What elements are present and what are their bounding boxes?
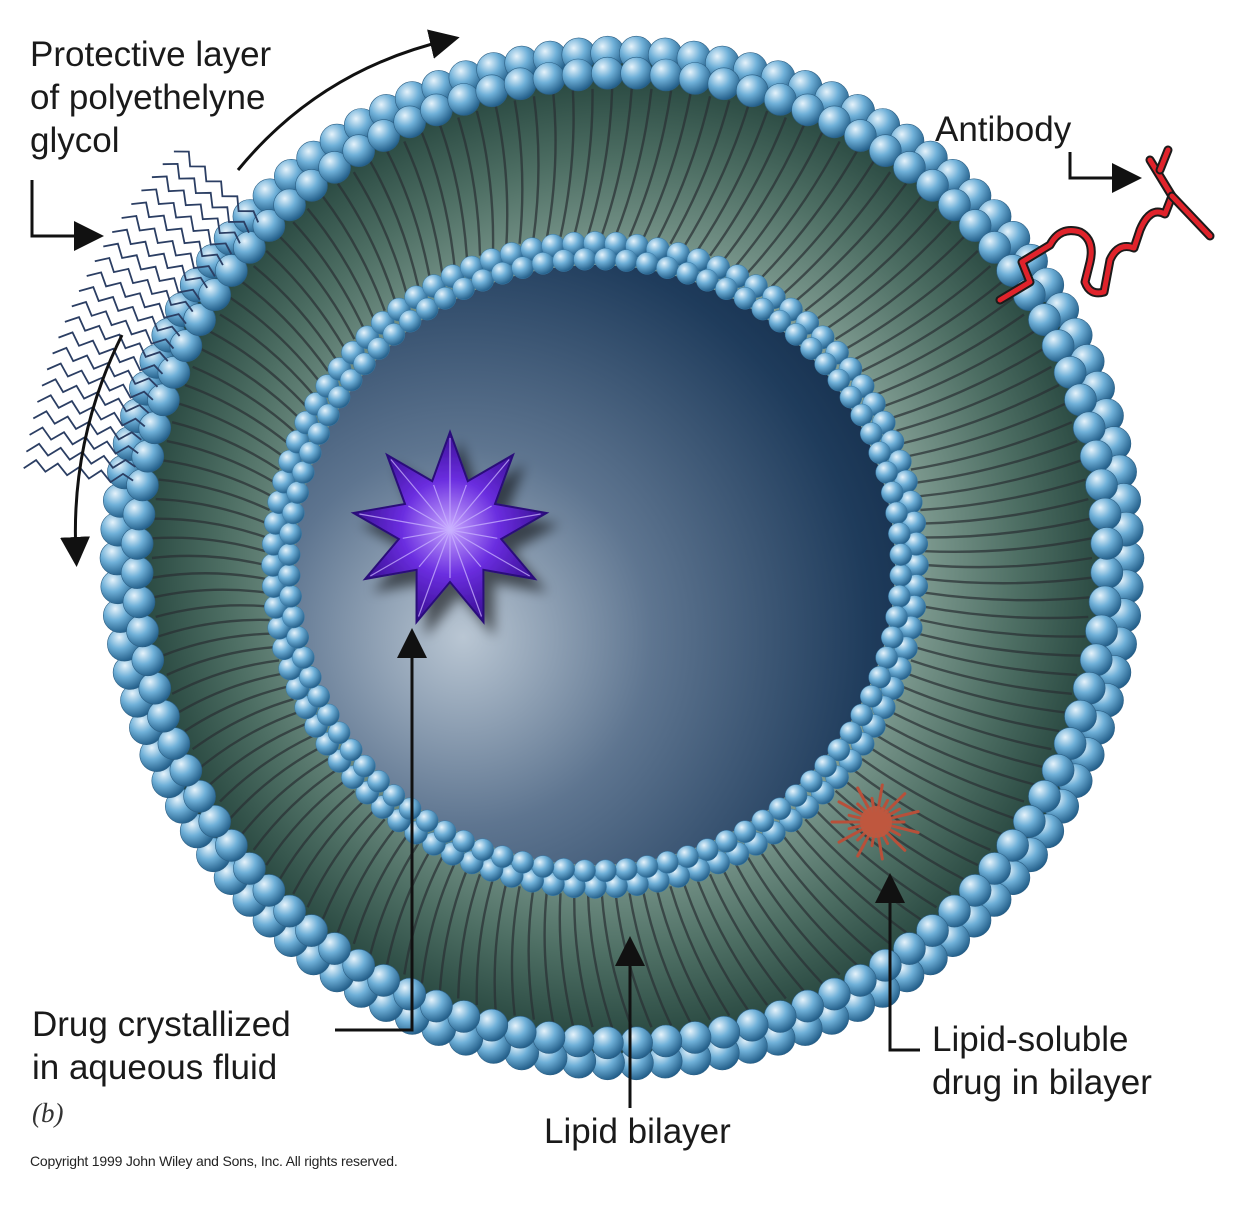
peg-pointer (30, 180, 104, 251)
drug-aqueous-pointer (335, 628, 427, 1032)
aqueous-core (295, 265, 895, 865)
peg-label-line-3: glycol (30, 121, 120, 160)
peg-arrow-up (236, 29, 460, 171)
panel-letter: (b) (32, 1098, 64, 1128)
leader-lines (30, 29, 1142, 1108)
outer-lipid-heads (99, 35, 1145, 1081)
inner-lipid-heads (261, 231, 929, 899)
antibody-label: Antibody (935, 110, 1072, 149)
peg-arrow-down (60, 334, 124, 567)
lipid-soluble-label-line-1: Lipid-soluble (932, 1020, 1129, 1059)
drug-aqueous-label-line-1: Drug crystallized (32, 1005, 291, 1044)
antibody (995, 145, 1215, 305)
peg-label-line-2: of polyethelyne (30, 78, 266, 117)
peg-label-line-1: Protective layer (30, 35, 272, 74)
lipid-soluble-label-line-2: drug in bilayer (932, 1063, 1152, 1102)
peg-label: Protective layer of polyethelyne glycol (30, 33, 271, 162)
lipid-bilayer-label: Lipid bilayer (544, 1112, 731, 1151)
drug-aqueous-label-line-2: in aqueous fluid (32, 1048, 278, 1087)
drug-crystal (350, 429, 550, 625)
lipid-soluble-drug (830, 783, 920, 861)
lipid-soluble-label: Lipid-soluble drug in bilayer (932, 1018, 1152, 1104)
drug-aqueous-label: Drug crystallized in aqueous fluid (32, 1003, 291, 1089)
lipid-tails (151, 88, 1093, 1029)
copyright-notice: Copyright 1999 John Wiley and Sons, Inc.… (30, 1153, 398, 1169)
lipid-soluble-pointer (875, 873, 920, 1052)
antibody-pointer (1068, 152, 1142, 193)
